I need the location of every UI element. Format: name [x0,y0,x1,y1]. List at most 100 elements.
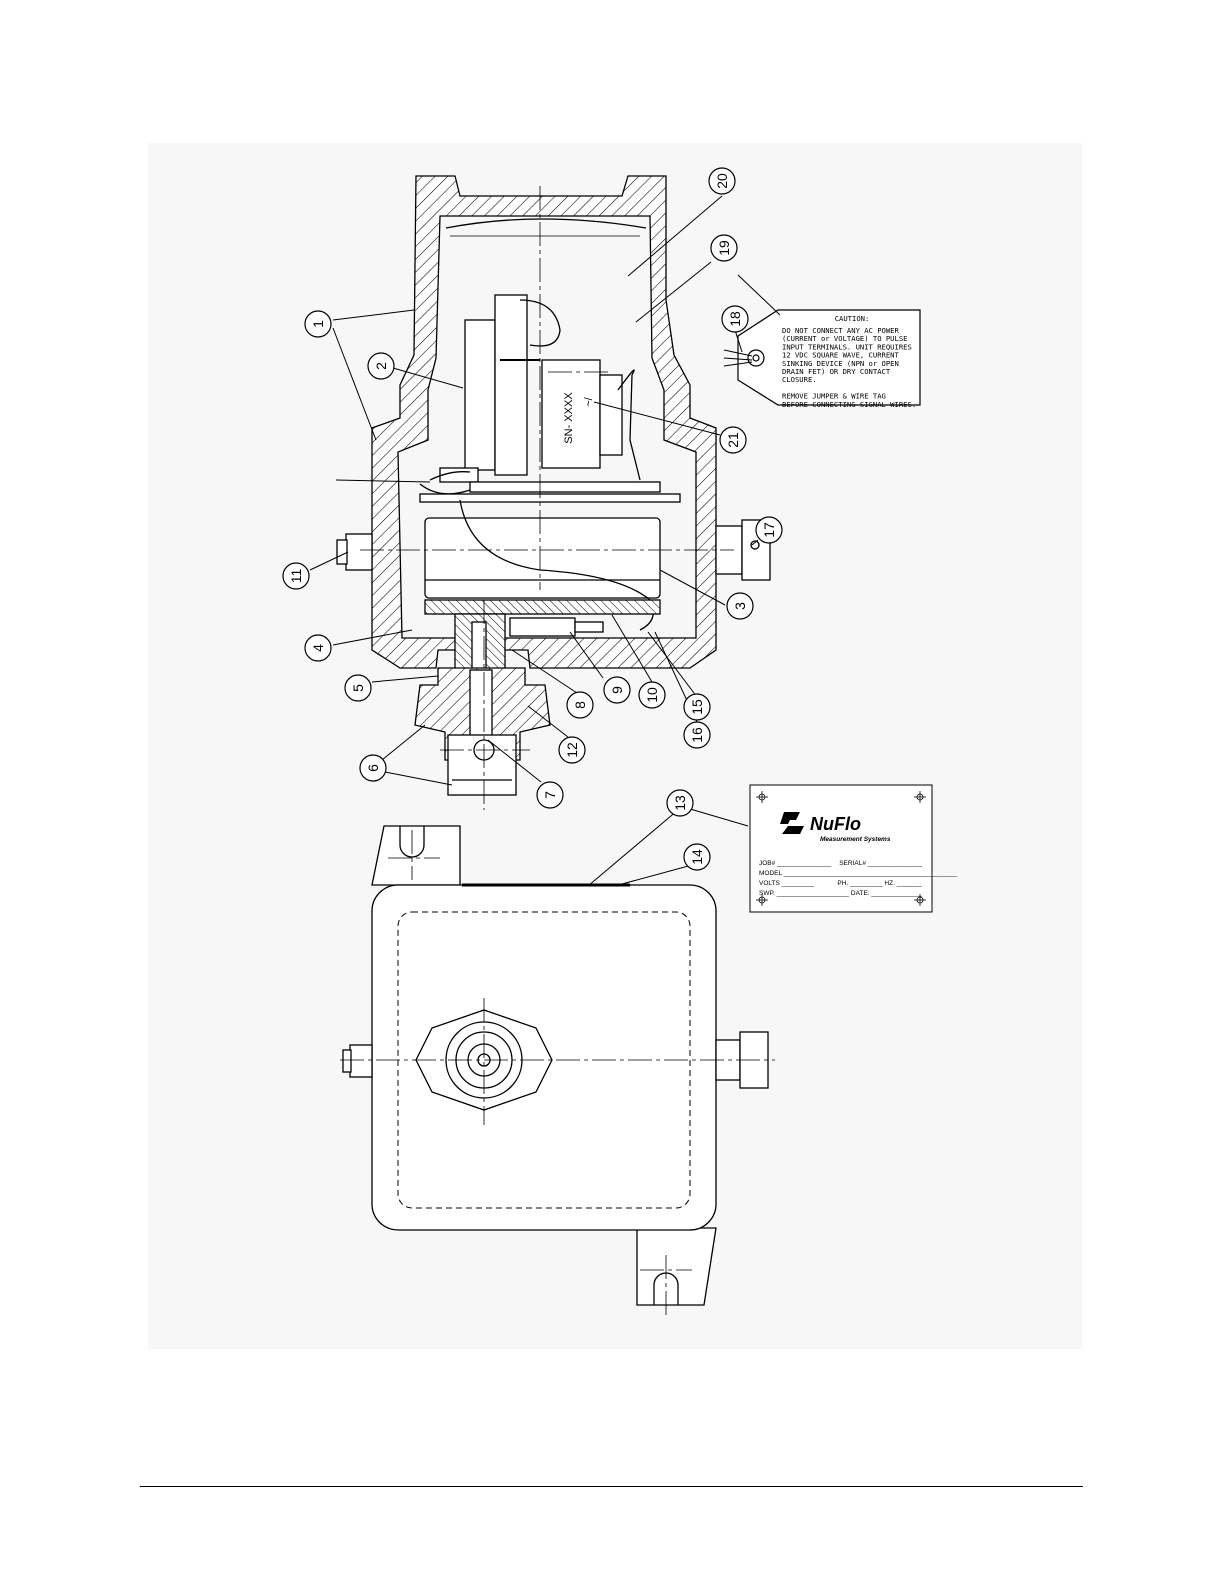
caution-heading: CAUTION: [835,314,870,323]
balloon-circle [304,634,332,662]
balloon-19: 19 [710,234,738,262]
balloon-1: 1 [304,310,332,338]
balloon-label: 11 [288,569,304,584]
right-fitting-hole [750,540,760,550]
balloon-circle [683,843,711,871]
nameplate-field-left: VOLTS _________ [759,880,815,887]
nameplate-field-right: PH. _________ HZ. _______ [837,880,922,887]
nameplate-outline [749,784,933,913]
balloon-label: 2 [373,362,389,370]
tag-eyelet-inner [752,354,760,362]
balloon-2: 2 [367,352,395,380]
balloon-label: 16 [689,727,705,743]
upper-plate [469,481,661,493]
balloon-label: 19 [716,240,732,256]
balloon-label: 21 [725,432,741,448]
balloon-label: 17 [761,522,777,538]
pickup-cap [599,374,623,456]
balloon-circle [566,691,594,719]
nameplate: NuFlo Measurement Systems JOB# _________… [749,784,958,913]
balloon-label: 10 [644,687,660,703]
balloon-circle [536,781,564,809]
board-wire [519,299,561,347]
caution-line: BEFORE CONNECTING SIGNAL WIRES. [782,400,916,409]
balloon-label: 20 [714,173,730,189]
nameplate-field-left: MODEL __________________________________… [759,870,958,877]
balloon-circle [304,310,332,338]
balloon-circle [558,736,586,764]
left-plug-cap [336,539,348,565]
balloon-10: 10 [638,681,666,709]
balloon-circle [344,674,372,702]
window-glass [445,218,647,229]
left-plug [345,533,373,571]
caution-line: SINKING DEVICE (NPN or OPEN [782,359,899,368]
drawing-frame: CAUTION: DO NOT CONNECT ANY AC POWER(CUR… [148,143,1082,1349]
balloon-label: 8 [572,701,588,709]
caution-line: INPUT TERMINALS. UNIT REQUIRES [782,342,912,351]
balloon-circle [683,721,711,749]
ear-slot-top [399,826,425,858]
caution-text: DO NOT CONNECT ANY AC POWER(CURRENT or V… [782,326,916,409]
footer-rule [140,1486,1083,1487]
union-body [447,734,517,796]
balloon-circle [710,234,738,262]
caution-tag: CAUTION: DO NOT CONNECT ANY AC POWER(CUR… [723,309,921,409]
base-plate [419,493,681,503]
module-symbol: ~/ [583,396,595,406]
balloon-12: 12 [558,736,586,764]
balloon-15: 15 [683,693,711,721]
balloon-17: 17 [755,516,783,544]
nameplate-field-left: SWP. ____________________ [759,890,849,897]
board-bracket [494,294,528,476]
balloon-circle [726,592,754,620]
balloon-20: 20 [708,167,736,195]
plan-view [340,825,775,1315]
nuflo-logo-icon [780,812,804,834]
center-lines [360,186,734,810]
caution-line: CLOSURE. [782,375,817,384]
mounting-ear-bottom [636,1227,717,1306]
circuit-board [464,319,496,471]
nameplate-field-right: DATE: ______________ [851,890,922,897]
jumper-wire [723,349,753,367]
cable-connector [509,617,576,637]
caution-line: 12 VDC SQUARE WAVE, CURRENT [782,351,900,360]
balloon-label: 1 [310,320,326,328]
balloon-circle [755,516,783,544]
leader-lines [309,195,781,887]
balloon-label: 4 [310,644,326,652]
balloon-label: 15 [689,699,705,715]
nameplate-field-right: SERIAL# _______________ [839,860,922,867]
module-serial-label: SN- XXXX [563,392,575,444]
balloon-label: 6 [365,764,381,772]
terminal-block [439,467,479,483]
balloon-11: 11 [282,562,310,590]
balloon-circle [603,676,631,704]
balloon-6: 6 [359,754,387,782]
balloon-label: 18 [727,311,743,327]
assembly-drawing: CAUTION: DO NOT CONNECT ANY AC POWER(CUR… [282,167,958,1315]
balloon-circle [666,789,694,817]
nameplate-brand: NuFlo [810,814,861,834]
corner-holes [756,791,926,906]
caution-line: DO NOT CONNECT ANY AC POWER [782,326,900,335]
plan-left-plug [349,1044,373,1078]
balloon-label: 12 [564,742,580,758]
balloon-label: 5 [350,684,366,692]
balloon-circle [683,693,711,721]
balloon-18: 18 [721,305,749,333]
plan-center-lines [340,830,775,1315]
nameplate-subtitle: Measurement Systems [820,836,891,843]
balloon-circle [367,352,395,380]
balloon-circle [721,305,749,333]
balloon-3: 3 [726,592,754,620]
mounting-ear-top [371,825,461,886]
balloon-circle [638,681,666,709]
balloon-circle [282,562,310,590]
balloon-label: 7 [542,791,558,799]
caution-line: DRAIN FET) OR DRY CONTACT [782,367,891,376]
caution-line: (CURRENT or VOLTAGE) TO PULSE [782,334,908,343]
section-view [336,175,771,810]
